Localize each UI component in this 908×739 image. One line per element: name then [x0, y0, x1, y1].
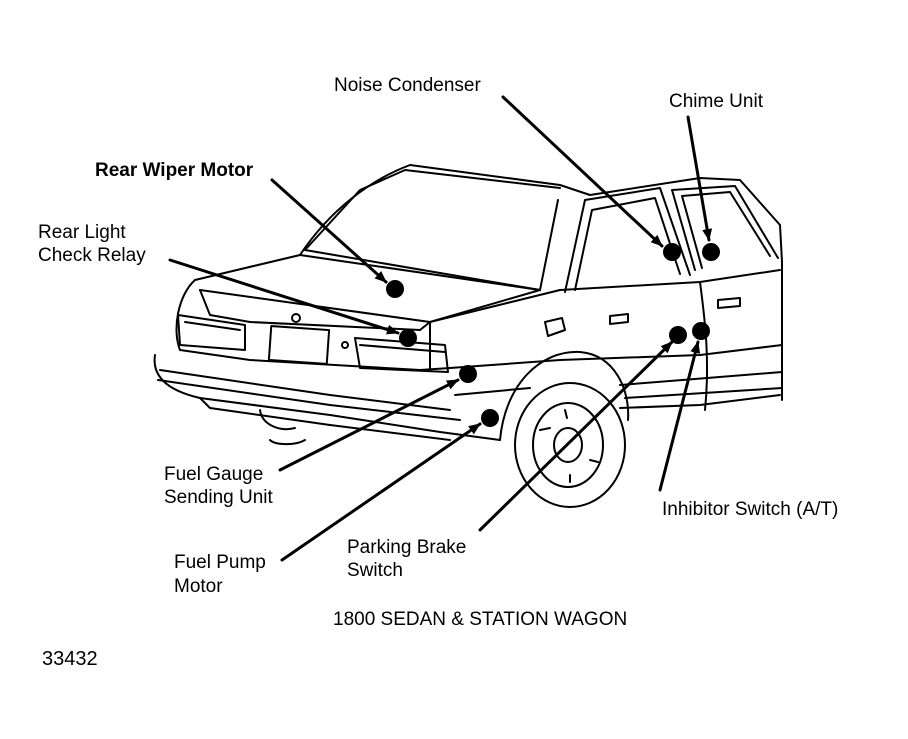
fuel-gauge-label-2: Sending Unit — [164, 487, 273, 508]
parking-brake-switch-dot — [669, 326, 687, 344]
car-outline — [153, 164, 783, 508]
rear-wiper-motor-label: Rear Wiper Motor — [95, 160, 254, 181]
chime-unit-leader — [686, 115, 713, 242]
rear-light-check-relay-label-2: Check Relay — [38, 245, 146, 266]
fuel-pump-label-1: Fuel Pump — [174, 552, 266, 573]
chime-unit-label: Chime Unit — [669, 91, 763, 112]
parking-brake-label-2: Switch — [347, 560, 403, 581]
fuel-pump-motor-dot — [481, 409, 499, 427]
noise-condenser-label: Noise Condenser — [334, 75, 481, 96]
inhibitor-switch-label: Inhibitor Switch (A/T) — [662, 499, 839, 520]
rear-light-check-relay-dot — [399, 329, 417, 347]
fuel-gauge-label-1: Fuel Gauge — [164, 464, 264, 485]
component-dots — [386, 243, 720, 427]
fuel-gauge-leader — [278, 378, 460, 472]
parking-brake-leader — [478, 340, 674, 532]
fuel-pump-label-2: Motor — [174, 576, 223, 597]
fuel-pump-leader — [280, 422, 482, 562]
inhibitor-switch-dot — [692, 322, 710, 340]
rear-wiper-motor-dot — [386, 280, 404, 298]
noise-condenser-leader — [501, 95, 664, 248]
rear-light-check-relay-label-1: Rear Light — [38, 222, 126, 243]
fuel-gauge-sending-unit-dot — [459, 365, 477, 383]
figure-number: 33432 — [42, 648, 98, 670]
parking-brake-label-1: Parking Brake — [347, 537, 467, 558]
rear-light-check-relay-leader — [168, 258, 400, 335]
chime-unit-dot — [702, 243, 720, 261]
leader-lines — [168, 95, 713, 562]
rear-wiper-motor-leader — [270, 178, 388, 284]
noise-condenser-dot — [663, 243, 681, 261]
inhibitor-switch-leader — [658, 340, 701, 492]
diagram-caption: 1800 SEDAN & STATION WAGON — [333, 609, 628, 630]
